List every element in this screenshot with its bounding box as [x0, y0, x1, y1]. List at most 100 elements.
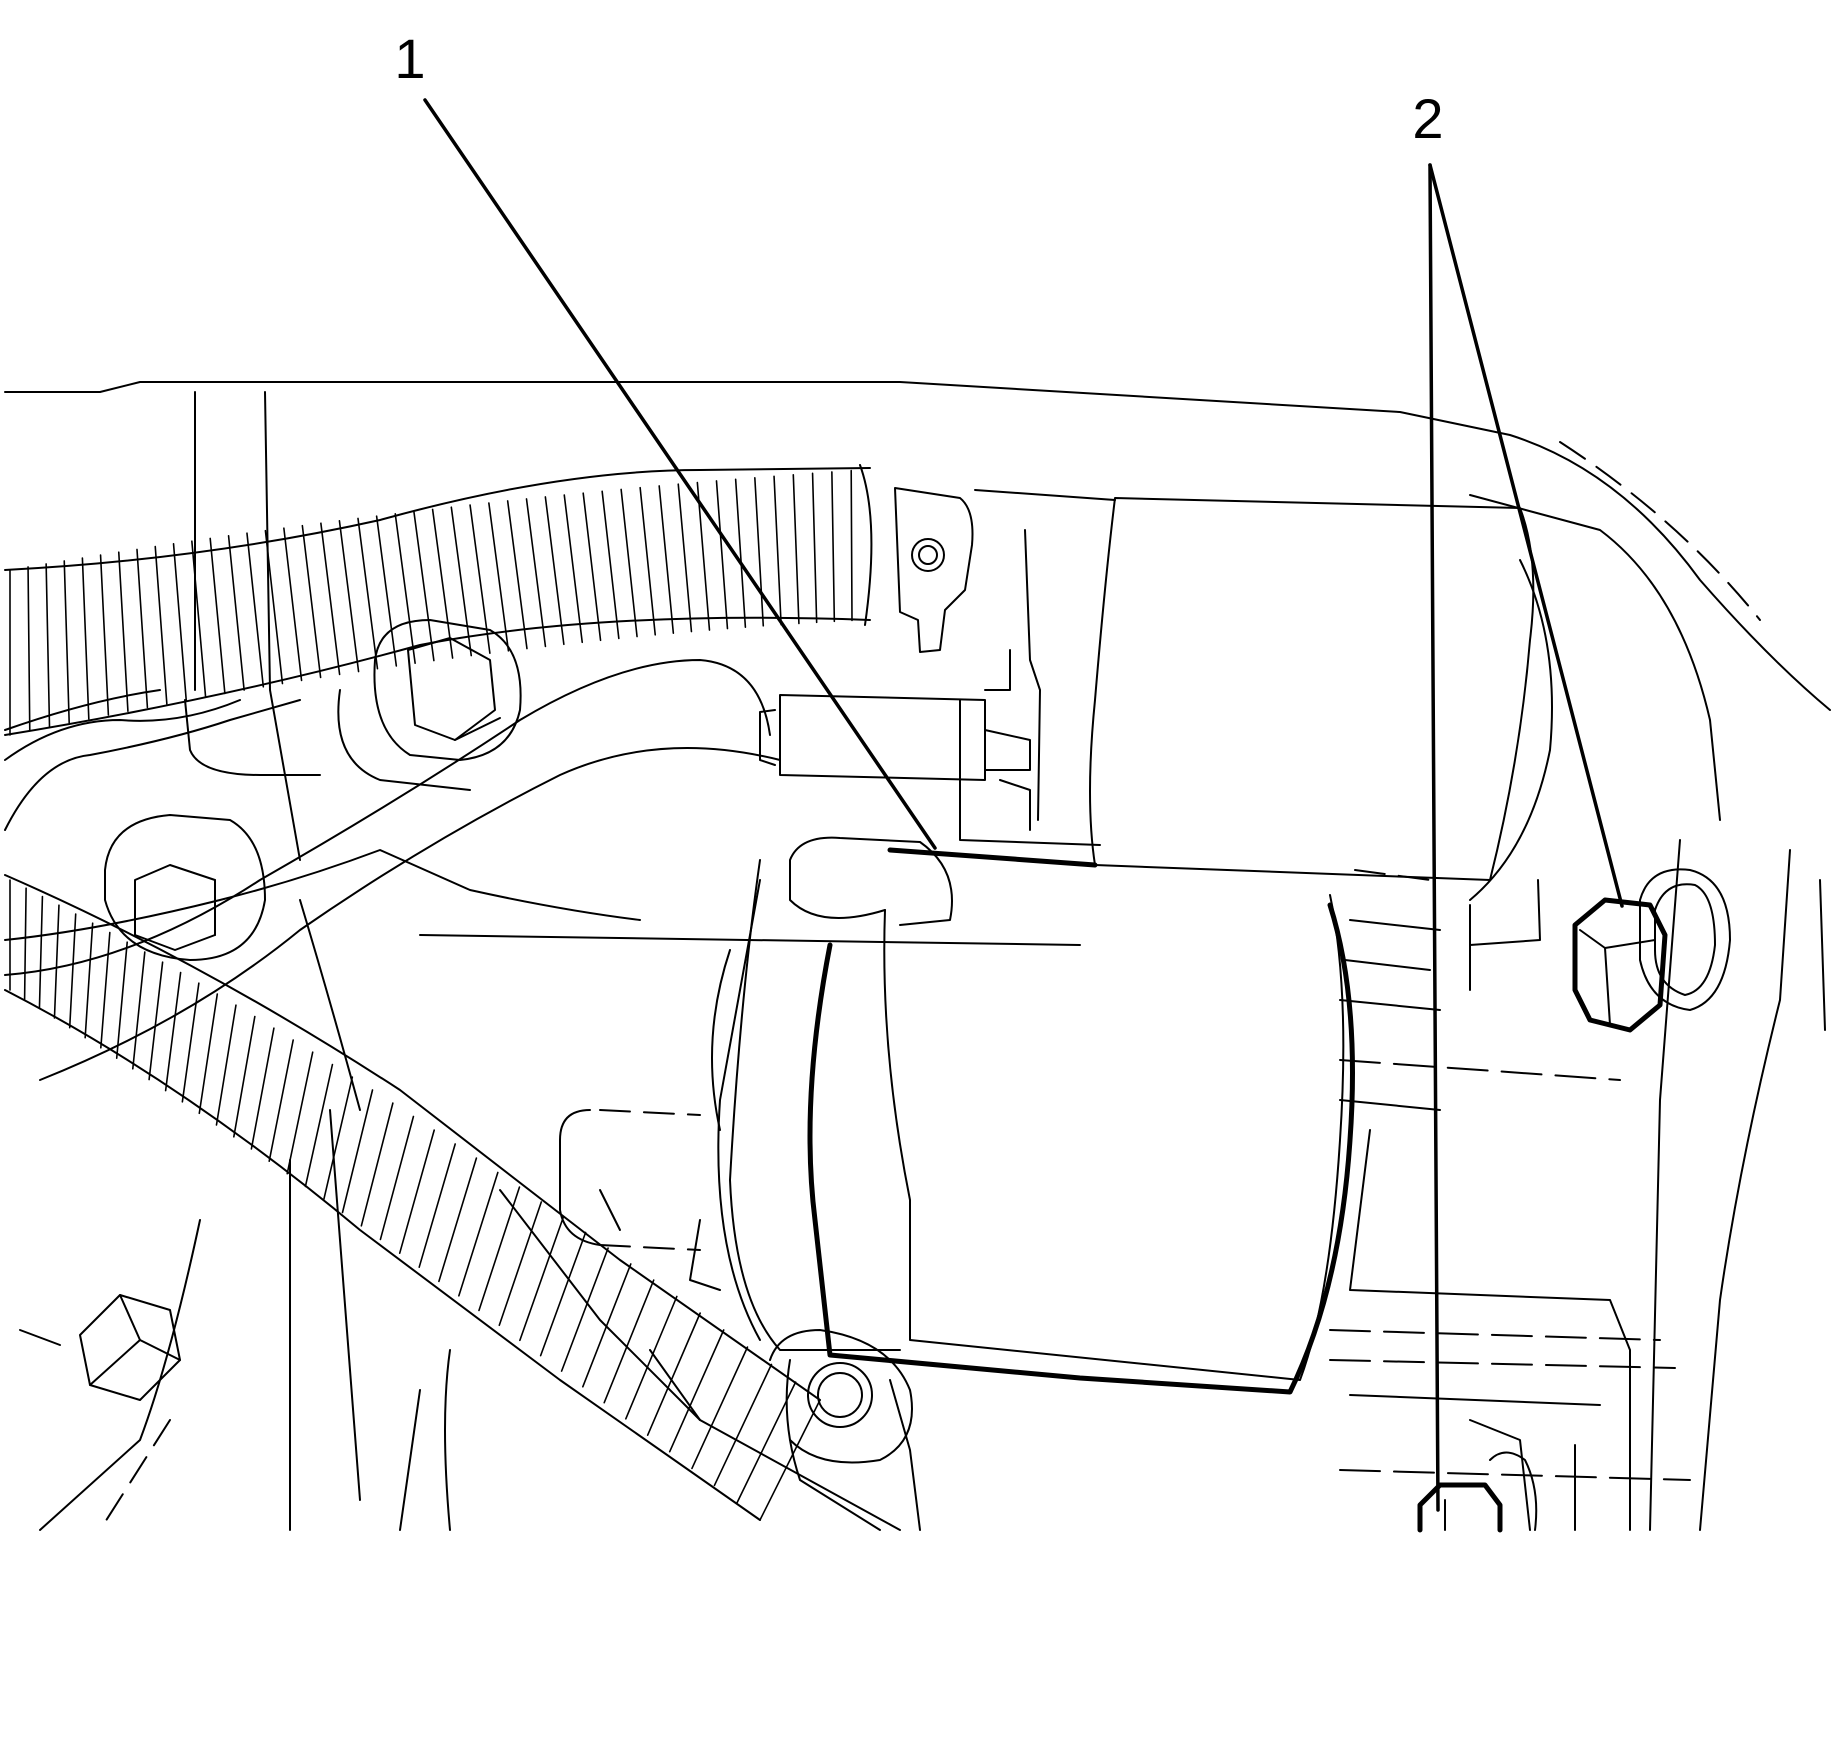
- harness-rib: [268, 1039, 294, 1162]
- harness-rib: [115, 941, 129, 1060]
- harness-rib: [773, 475, 782, 626]
- harness-rib: [418, 1143, 456, 1268]
- harness-rib: [469, 504, 491, 654]
- harness-rib: [53, 904, 60, 1019]
- harness-rib: [27, 566, 31, 732]
- harness-rib: [525, 498, 547, 648]
- harness-rib: [246, 532, 265, 688]
- starter-bolt-lower-head: [1417, 1482, 1503, 1533]
- callout-1-label: 1: [394, 27, 425, 90]
- starter-bolt-upper-head: [1572, 897, 1668, 1033]
- harness-rib: [132, 951, 146, 1070]
- harness-rib: [250, 1027, 275, 1150]
- harness-rib: [357, 517, 379, 670]
- harness-rib: [658, 485, 675, 634]
- harness-rib: [519, 1216, 565, 1342]
- harness-rib: [831, 471, 836, 623]
- harness-rib: [264, 529, 284, 685]
- harness-rib: [84, 922, 94, 1039]
- bolt-upper-left: [373, 619, 522, 761]
- harness-rib: [63, 560, 70, 724]
- harness-rib: [117, 551, 129, 713]
- harness-rib: [677, 483, 693, 633]
- harness-rib: [431, 508, 454, 659]
- harness-rib: [181, 982, 200, 1103]
- harness-rib: [734, 478, 747, 628]
- harness-rib: [620, 488, 638, 638]
- harness-rib: [99, 554, 110, 716]
- harness-rib: [560, 1247, 609, 1372]
- leader-lines: [423, 98, 1624, 1512]
- harness-rib: [754, 476, 765, 627]
- harness-rib: [148, 961, 164, 1081]
- harness-rib: [283, 527, 303, 682]
- harness-rib: [759, 1399, 821, 1521]
- harness-rib: [668, 1329, 725, 1453]
- harness-rib: [639, 486, 657, 636]
- harness-rib: [172, 543, 188, 702]
- harness-rib: [136, 548, 149, 709]
- harness-rib: [398, 1129, 436, 1255]
- harness-rib: [100, 931, 111, 1049]
- harness-rib: [696, 481, 711, 631]
- bracket-and-hose: [4, 487, 1116, 1081]
- harness-rib: [198, 993, 219, 1115]
- harness-rib: [601, 490, 620, 640]
- harness-rib: [301, 524, 322, 679]
- starter-bolt-lower: [1444, 1451, 1538, 1531]
- harness-rib: [304, 1063, 334, 1188]
- harness-rib: [544, 496, 565, 646]
- harness-rib: [498, 1201, 543, 1327]
- harness-rib: [713, 1363, 773, 1487]
- harness-rib: [736, 1381, 797, 1504]
- harness-rib: [375, 515, 398, 667]
- harness-rib: [164, 971, 182, 1092]
- harness-rib: [23, 887, 27, 1000]
- harness-rib: [603, 1279, 655, 1404]
- leader-line-2a: [1428, 163, 1624, 908]
- harness-rib: [625, 1295, 678, 1420]
- harness-rib: [341, 1089, 374, 1214]
- harness-rib: [563, 494, 584, 644]
- wiring-harness-lower: [4, 874, 821, 1521]
- harness-rib: [191, 540, 207, 698]
- harness-rib: [81, 557, 90, 720]
- starter-motor-housing: [559, 836, 1621, 1381]
- harness-rib: [646, 1312, 701, 1436]
- bolt-lower-left: [79, 1294, 181, 1401]
- harness-rib: [582, 1263, 632, 1388]
- harness-rib: [691, 1346, 749, 1470]
- harness-rib: [338, 520, 360, 673]
- starter-motor-outline-bold: [807, 847, 1355, 1395]
- harness-rib: [438, 1157, 478, 1283]
- harness-rib: [209, 537, 226, 695]
- harness-rib: [360, 1102, 394, 1227]
- leader-line-2b: [1428, 163, 1440, 1512]
- harness-rib: [379, 1115, 415, 1241]
- harness-rib: [233, 1015, 256, 1138]
- harness-rib: [45, 563, 51, 728]
- harness-rib: [323, 1076, 354, 1201]
- harness-rib: [68, 913, 77, 1029]
- starter-solenoid: [1089, 497, 1553, 991]
- starter-bolt-upper-facets: [1579, 929, 1656, 1026]
- harness-rib: [506, 500, 528, 650]
- leader-line-1: [423, 98, 937, 850]
- wiring-harness-upper: [4, 464, 873, 736]
- harness-rib: [478, 1186, 521, 1312]
- harness-rib: [792, 473, 800, 625]
- harness-rib: [215, 1004, 237, 1126]
- bolt-left: [104, 814, 266, 961]
- harness-rib: [582, 492, 602, 642]
- harness-rib: [715, 480, 729, 630]
- harness-rib: [458, 1171, 499, 1297]
- harness-rib: [811, 472, 818, 624]
- harness-rib: [850, 469, 853, 622]
- harness-rib: [286, 1051, 314, 1175]
- harness-rib: [450, 506, 473, 657]
- harness-rib: [154, 545, 168, 705]
- harness-rib: [38, 895, 44, 1010]
- harness-rib: [227, 535, 245, 691]
